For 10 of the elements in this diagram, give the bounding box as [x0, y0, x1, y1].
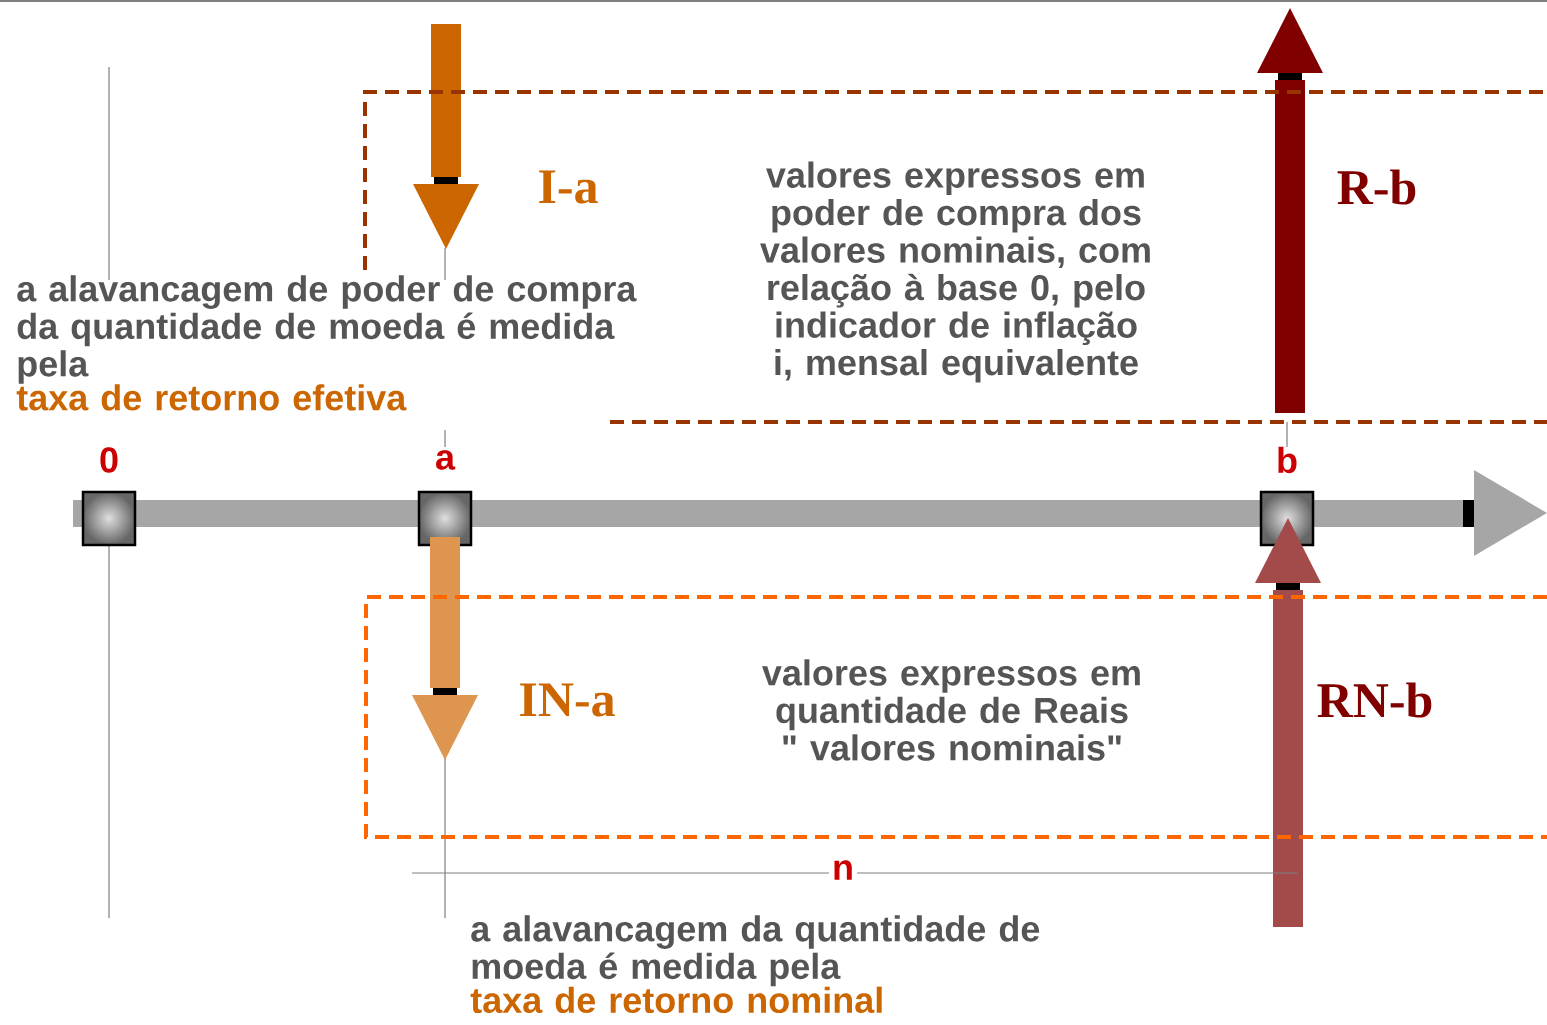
dimension-label: n — [829, 857, 857, 883]
time-label: 0 — [100, 447, 118, 473]
flow-label: IN-a — [520, 683, 615, 717]
flow-label: R-b — [1337, 169, 1416, 205]
note-text: taxa de retorno nominal — [470, 986, 882, 1014]
flow-label: RN-b — [1317, 682, 1432, 718]
note-text: taxa de retorno efetiva — [16, 384, 407, 411]
note-text: a alavancagem da quantidade de moeda é medida pela — [471, 915, 1040, 987]
note-text: a alavancagem de poder de compra da quantidade de moeda é medida pela — [17, 275, 637, 384]
flow-label: I-a — [539, 170, 598, 204]
